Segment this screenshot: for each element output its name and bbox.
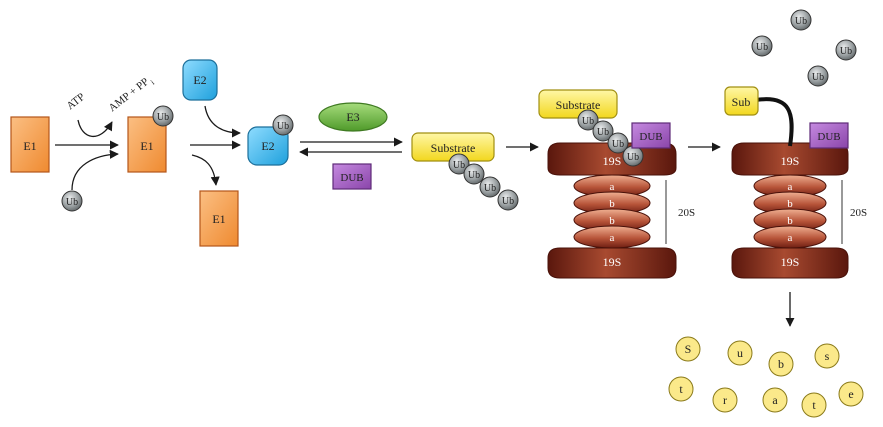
polyubiquitin-chain: Ub Ub Ub Ub xyxy=(448,153,519,211)
peptide-fragment: S xyxy=(675,336,701,362)
peptide-fragment-letter: b xyxy=(778,357,784,371)
ring-label-b: b xyxy=(787,198,793,210)
recycled-ubiquitins: Ub Ub Ub Ub xyxy=(751,9,857,87)
chain-ubiquitin: Ub xyxy=(577,109,599,131)
sub-label: Sub xyxy=(732,95,751,109)
chain-ubiquitin: Ub xyxy=(592,120,614,142)
cap-label-top: 19S xyxy=(603,154,622,168)
svg-text:Ub: Ub xyxy=(840,46,852,57)
substrate-label: Substrate xyxy=(431,141,476,155)
proteasome-translocating: 19S a b b a 19S 20S xyxy=(731,142,867,279)
e1-label: E1 xyxy=(140,139,153,153)
peptide-fragment: r xyxy=(712,387,738,413)
e3-ligase: E3 xyxy=(318,102,388,132)
recycled-ubiquitin: Ub xyxy=(790,9,812,31)
unfolded-polypeptide xyxy=(755,97,794,147)
cap-label-bottom: 19S xyxy=(781,255,800,269)
svg-text:Ub: Ub xyxy=(484,183,496,194)
core-label: 20S xyxy=(850,207,867,219)
atp-arrow xyxy=(77,119,113,138)
chain-ubiquitin: Ub xyxy=(497,189,519,211)
svg-text:Ub: Ub xyxy=(627,152,639,163)
recycled-ubiquitin: Ub xyxy=(807,65,829,87)
peptide-fragment: t xyxy=(668,376,694,402)
svg-text:Ub: Ub xyxy=(468,170,480,181)
svg-text:Ub: Ub xyxy=(597,127,609,138)
e2-free: E2 xyxy=(182,59,218,101)
chain-ubiquitin: Ub xyxy=(463,163,485,185)
e1-release-arrow xyxy=(191,154,220,186)
peptide-fragment: e xyxy=(838,381,864,407)
e1-label: E1 xyxy=(23,139,36,153)
substrate-entering: Sub xyxy=(724,86,759,116)
e1-free: E1 xyxy=(10,116,50,173)
recycled-ubiquitin: Ub xyxy=(751,35,773,57)
ub-label: Ub xyxy=(66,197,78,208)
substrate-label: Substrate xyxy=(556,98,601,112)
e1-activated: E1 xyxy=(127,116,167,173)
dub-on-proteasome: DUB xyxy=(809,122,849,149)
svg-text:Ub: Ub xyxy=(795,16,807,27)
svg-text:Ub: Ub xyxy=(453,160,465,171)
peptide-fragment-letter: e xyxy=(848,387,853,401)
e2-label: E2 xyxy=(261,139,274,153)
peptide-fragment-letter: t xyxy=(812,398,816,412)
dub-label: DUB xyxy=(817,131,840,143)
dub-label: DUB xyxy=(639,131,662,143)
peptide-fragment-letter: r xyxy=(723,393,727,407)
svg-text:Ub: Ub xyxy=(812,72,824,83)
ring-label-b: b xyxy=(609,198,615,210)
svg-text:Ub: Ub xyxy=(582,116,594,127)
peptide-fragment: s xyxy=(814,343,840,369)
e1-label: E1 xyxy=(212,212,225,226)
ring-label-b: b xyxy=(609,215,615,227)
ubiquitin-on-e2: Ub xyxy=(272,114,294,136)
proteasome-docked: 19S a b b a 19S 20S xyxy=(547,142,695,279)
core-label: 20S xyxy=(678,207,695,219)
ring-label-b: b xyxy=(787,215,793,227)
svg-text:Ub: Ub xyxy=(612,139,624,150)
e3-label: E3 xyxy=(346,110,359,124)
ring-label-a: a xyxy=(610,181,615,193)
recycled-ubiquitin: Ub xyxy=(835,39,857,61)
svg-text:Ub: Ub xyxy=(756,42,768,53)
ub-label: Ub xyxy=(277,121,289,132)
e1-released: E1 xyxy=(199,190,239,247)
polyubiquitin-chain-docked: Ub Ub Ub Ub xyxy=(577,109,644,167)
chain-ubiquitin: Ub xyxy=(622,145,644,167)
amp-label: AMP + PP xyxy=(106,76,151,115)
peptide-fragment-letter: a xyxy=(772,393,778,407)
amp-subscript: i xyxy=(149,78,157,87)
ub-label: Ub xyxy=(157,112,169,123)
e2-label: E2 xyxy=(193,73,206,87)
cap-label-bottom: 19S xyxy=(603,255,622,269)
peptide-fragment-letter: u xyxy=(737,346,743,360)
substrate-docked: Substrate xyxy=(538,89,618,119)
dub-on-proteasome: DUB xyxy=(631,122,671,149)
peptide-fragment-letter: S xyxy=(685,342,692,356)
dub-label: DUB xyxy=(340,172,363,184)
e2-charged: E2 xyxy=(247,126,289,166)
cap-label-top: 19S xyxy=(781,154,800,168)
chain-ubiquitin: Ub xyxy=(448,153,470,175)
peptide-fragment-letter: t xyxy=(679,382,683,396)
peptide-fragment: t xyxy=(801,392,827,418)
ring-label-a: a xyxy=(788,232,793,244)
svg-text:Ub: Ub xyxy=(502,196,514,207)
ring-label-a: a xyxy=(610,232,615,244)
ring-label-a: a xyxy=(788,181,793,193)
chain-ubiquitin: Ub xyxy=(479,176,501,198)
peptide-fragment: a xyxy=(762,387,788,413)
peptide-fragment-letter: s xyxy=(825,349,830,363)
ubiquitin-free: Ub xyxy=(61,190,83,212)
ubiquitin-on-e1: Ub xyxy=(152,105,174,127)
ub-input-arrow xyxy=(71,149,119,191)
e2-input-arrow xyxy=(204,105,241,138)
atp-label: ATP xyxy=(64,91,87,113)
peptide-fragment: u xyxy=(727,340,753,366)
dub-enzyme: DUB xyxy=(332,163,372,190)
chain-ubiquitin: Ub xyxy=(607,132,629,154)
peptide-fragment: b xyxy=(768,351,794,377)
